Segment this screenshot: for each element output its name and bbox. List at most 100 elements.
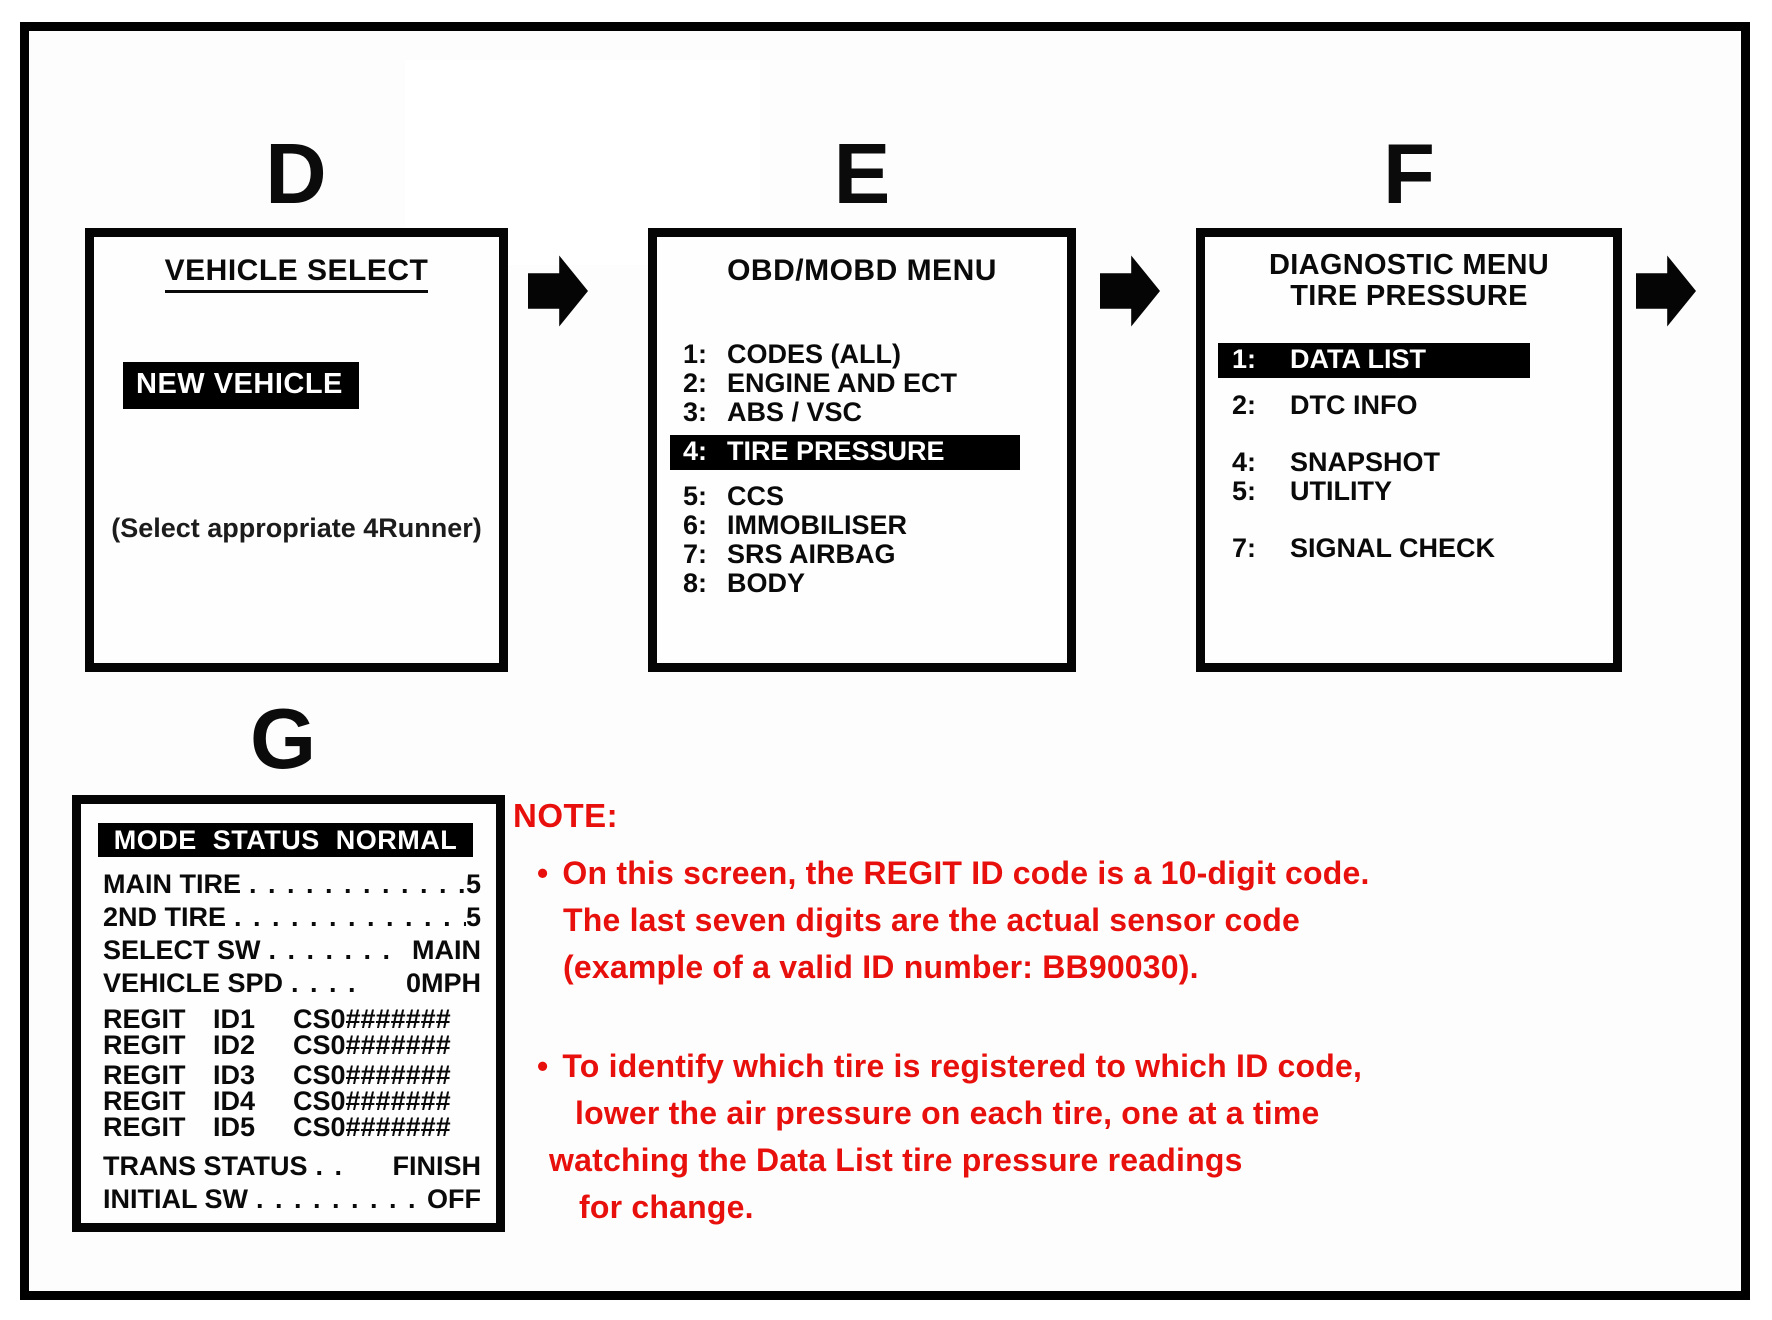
menu-item-label: ENGINE AND ECT (727, 368, 958, 398)
mode-status-header: MODE STATUS NORMAL (98, 823, 473, 857)
diagnostic-menu-screen: DIAGNOSTIC MENU TIRE PRESSURE 1:DATA LIS… (1196, 228, 1622, 672)
dot-leader: . . . . . . . . . . . . . (234, 902, 466, 932)
row-value: CS0####### (293, 1086, 451, 1116)
menu-item-abs-vsc: 3: ABS / VSC (657, 398, 1067, 427)
note-bullet: •On this screen, the REGIT ID code is a … (537, 850, 1567, 991)
menu-item-label: UTILITY (1290, 476, 1392, 506)
menu-item-ccs: 5: CCS (657, 482, 1067, 511)
data-row-vehicle-spd: VEHICLE SPD. . . . 0MPH (103, 967, 481, 1000)
step-label-f: F (1383, 127, 1435, 222)
row-label: REGIT (103, 1030, 186, 1060)
menu-item-number: 7: (1232, 533, 1257, 563)
data-row-initial-sw: INITIAL SW . . . . . . . . . OFF (103, 1183, 481, 1216)
dot-leader: . . (315, 1151, 345, 1181)
note-line: for change. (579, 1189, 754, 1225)
menu-item-label: IMMOBILISER (727, 510, 907, 540)
note-heading: NOTE: (513, 797, 619, 834)
selected-item-new-vehicle: NEW VEHICLE (123, 362, 359, 409)
dot-leader: . . . . . . . . . . . . (249, 869, 466, 899)
row-value: CS0####### (293, 1112, 451, 1142)
menu-item-label: BODY (727, 568, 806, 598)
row-value: CS0####### (293, 1060, 451, 1090)
step-label-d: D (265, 127, 327, 222)
note-line: •On this screen, the REGIT ID code is a … (537, 855, 1370, 891)
menu-item-label: ABS / VSC (727, 397, 863, 427)
menu-item-immobiliser: 6: IMMOBILISER (657, 511, 1067, 540)
menu-item-number: 3: (683, 397, 708, 427)
screen-caption: (Select appropriate 4Runner) (111, 513, 482, 543)
obd-mobd-menu-list: 1: CODES (ALL) 2: ENGINE AND ECT 3: ABS / VSC… (657, 340, 1067, 598)
menu-item-number: 7: (683, 539, 708, 569)
row-value: 0MPH (405, 968, 481, 998)
row-sublabel: ID2 (213, 1030, 256, 1060)
data-row-select-sw: SELECT SW. . . . . . .MAIN (103, 934, 481, 967)
row-value: 5 (465, 869, 481, 899)
menu-item-label: CODES (ALL) (727, 339, 901, 369)
menu-item-tire-pressure: 4: TIRE PRESSURE (670, 435, 1020, 470)
row-label: REGIT (103, 1004, 186, 1034)
menu-item-number: 5: (683, 481, 708, 511)
menu-item-number: 1: (683, 339, 708, 369)
step-label-e: E (833, 127, 891, 222)
menu-item-label: TIRE PRESSURE (727, 436, 945, 466)
screen-title-text: VEHICLE SELECT (164, 254, 429, 293)
row-value: CS0####### (293, 1004, 451, 1034)
note-bullets: •On this screen, the REGIT ID code is a … (537, 850, 1567, 1231)
menu-item-label: SRS AIRBAG (727, 539, 896, 569)
data-row-trans-status: TRANS STATUS. . FINISH (103, 1150, 481, 1183)
menu-item-number: 2: (1232, 390, 1257, 420)
row-label: VEHICLE SPD (103, 968, 284, 998)
screen-title: VEHICLE SELECT (94, 254, 499, 293)
bullet-icon: • (537, 855, 549, 891)
dot-leader: . . . . . . . (268, 935, 393, 965)
menu-item-number: 8: (683, 568, 708, 598)
menu-item-srs-airbag: 7: SRS AIRBAG (657, 540, 1067, 569)
note-line: watching the Data List tire pressure rea… (549, 1142, 1243, 1178)
menu-item-number: 5: (1232, 476, 1257, 506)
dot-leader: . . . . (291, 968, 358, 998)
menu-item-number: 4: (683, 436, 708, 466)
row-value: OFF (427, 1184, 481, 1214)
note-line: lower the air pressure on each tire, one… (575, 1095, 1320, 1131)
menu-item-label: SNAPSHOT (1290, 447, 1441, 477)
row-label: SELECT SW (103, 935, 261, 965)
row-sublabel: ID3 (213, 1060, 256, 1090)
screen-title: DIAGNOSTIC MENU TIRE PRESSURE (1205, 250, 1613, 312)
row-sublabel: ID4 (213, 1086, 256, 1116)
menu-item-number: 4: (1232, 447, 1257, 477)
menu-item-number: 1: (1232, 344, 1257, 374)
obd-mobd-menu-screen: OBD/MOBD MENU 1: CODES (ALL) 2: ENGINE AND … (648, 228, 1076, 672)
row-label: TRANS STATUS (103, 1151, 308, 1181)
menu-item-body: 8: BODY (657, 569, 1067, 598)
menu-item-label: CCS (727, 481, 785, 511)
step-label-g: G (249, 692, 317, 787)
menu-item-number: 2: (683, 368, 708, 398)
data-row-2nd-tire: 2ND TIRE. . . . . . . . . . . . .5 (103, 901, 481, 934)
row-value: FINISH (392, 1151, 481, 1181)
data-row-id5: REGIT ID5 CS0####### (103, 1112, 481, 1142)
menu-item-engine-and-ect: 2: ENGINE AND ECT (657, 369, 1067, 398)
row-label: REGIT (103, 1112, 186, 1142)
row-sublabel: ID5 (213, 1112, 256, 1142)
note-line: The last seven digits are the actual sen… (563, 902, 1300, 938)
screen-title-line1: DIAGNOSTIC MENU (1269, 249, 1549, 281)
note-bullet: •To identify which tire is registered to… (537, 1043, 1567, 1231)
screen-title: OBD/MOBD MENU (727, 254, 997, 287)
note-line: (example of a valid ID number: BB90030). (563, 949, 1199, 985)
menu-item-codes-all-: 1: CODES (ALL) (657, 340, 1067, 369)
row-label: INITIAL SW (103, 1184, 248, 1214)
dot-leader: . . . . . . . . . (256, 1184, 418, 1214)
row-value: CS0####### (293, 1030, 451, 1060)
menu-item-snapshot: 4: SNAPSHOT (1205, 448, 1613, 477)
row-label: 2ND TIRE (103, 902, 227, 932)
menu-item-number: 6: (683, 510, 708, 540)
menu-item-utility: 5: UTILITY (1205, 477, 1613, 506)
bullet-icon: • (537, 1048, 549, 1084)
mode-status-screen: MODE STATUS NORMAL MAIN TIRE. . . . . . … (72, 795, 505, 1232)
